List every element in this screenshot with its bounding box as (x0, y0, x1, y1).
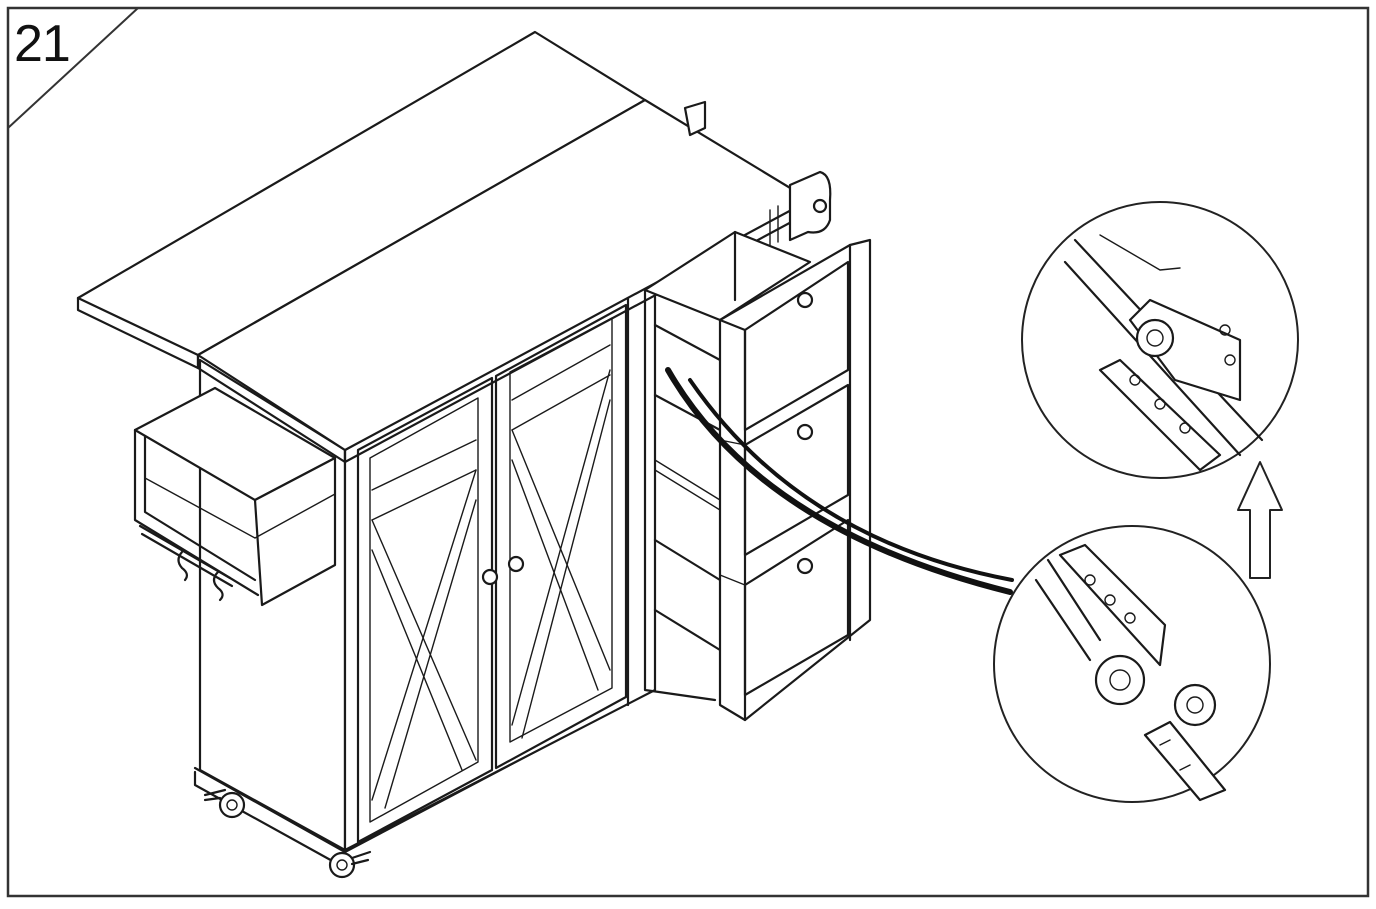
slide-rail-bottom (1143, 720, 1227, 802)
drawer-knob-top (796, 291, 814, 309)
callout-leader-line (665, 367, 1013, 595)
drawer-knob-bottom (796, 557, 814, 575)
hook-1 (177, 550, 189, 582)
drawer-knob-middle (796, 423, 814, 441)
side-hinge-plate (788, 170, 832, 242)
casters (203, 788, 372, 879)
kitchen-island-cabinet (76, 30, 872, 879)
slide-rail-top (1098, 358, 1222, 472)
cabinet-top (76, 30, 812, 464)
roller-wheel-top (1135, 318, 1175, 358)
right-door (494, 303, 628, 770)
drawer-compartment (643, 230, 812, 702)
page-frame (6, 6, 1370, 898)
roller-wheel-right (1173, 683, 1217, 727)
step-corner-tab (7, 7, 139, 129)
right-door-knob (507, 555, 525, 573)
detail-view-installed (1021, 201, 1299, 479)
left-door (356, 376, 494, 844)
caster-left (218, 791, 246, 819)
side-rack (133, 386, 337, 607)
detail-view-before (993, 525, 1271, 803)
step-number: 21 (14, 15, 71, 73)
left-door-knob (481, 568, 499, 586)
rear-bracket (683, 100, 707, 137)
up-arrow-icon (1237, 461, 1283, 579)
caster-front (328, 851, 356, 879)
hook-2 (212, 570, 224, 602)
drawer-fronts (718, 238, 872, 722)
roller-wheel-left (1094, 654, 1146, 706)
